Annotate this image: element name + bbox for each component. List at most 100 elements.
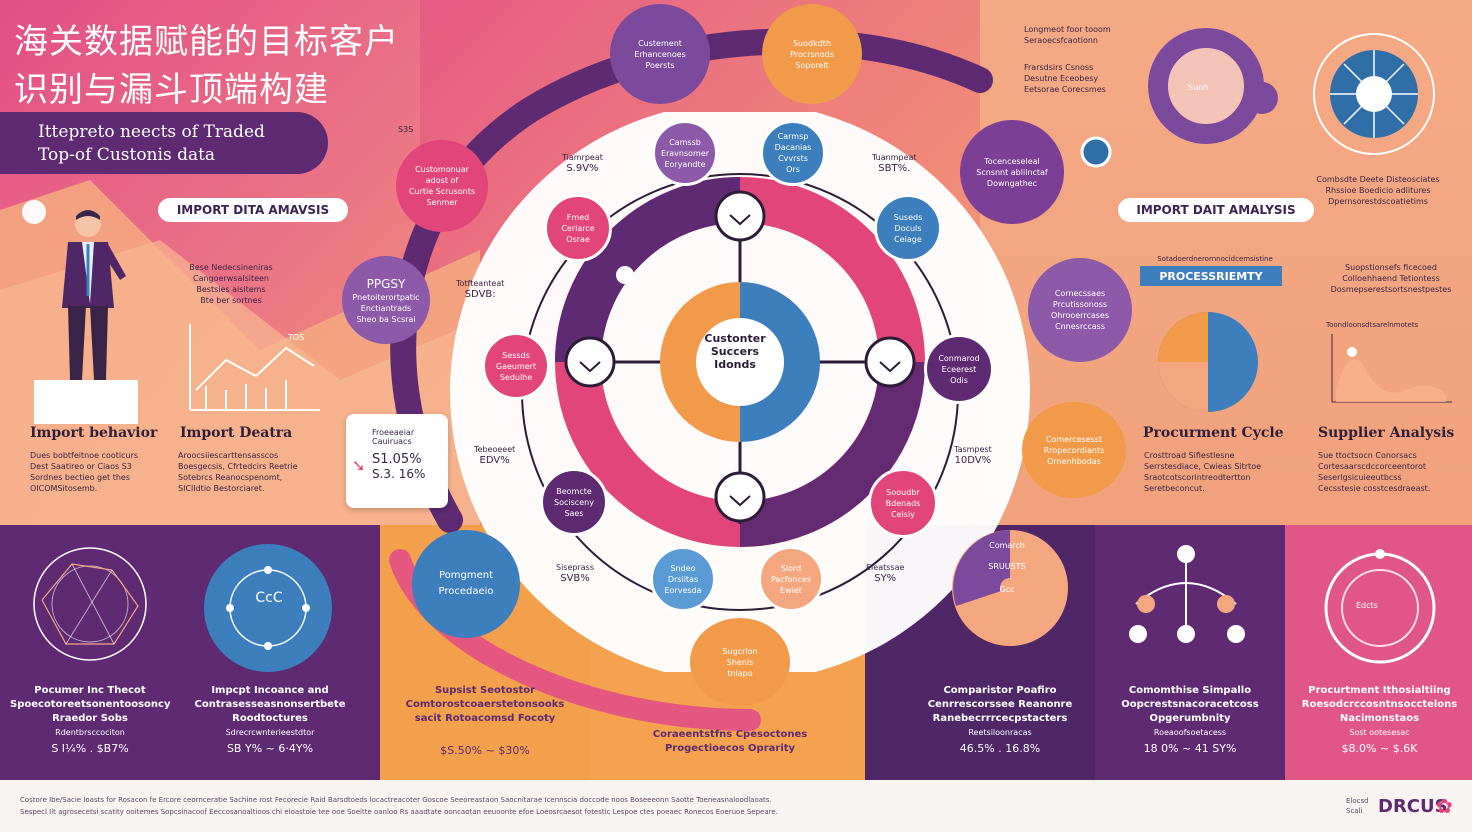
bottom-panel-3-value: $S.50% ~ $30% — [440, 744, 530, 757]
supplier-text-line-1: Suopstionsefs ficecoed — [1345, 263, 1437, 272]
right-top-text-line-3: Frarsdsirs Csnoss — [1024, 63, 1094, 72]
ring-stat-5-label: Tasmpest — [954, 445, 992, 454]
ring-circle-1-line-2: Eravnsomer — [660, 148, 710, 158]
supplier-analysis-text-line-4: Cecsstesie cosstcesdraeast. — [1318, 484, 1431, 493]
ring-circle-9-line-1: Sndeo — [670, 563, 696, 573]
right-side-text: Combsdte Deete Disteosciates Rhssioe Boe… — [1298, 174, 1458, 207]
outer-circle-c1-line-4: Senmer — [426, 198, 458, 207]
bottom-panel-5-caption: Comparistor Poafiro Cenrrescorssee Reano… — [915, 684, 1085, 726]
bottom-panel-1-caption-line-3: Rraedor Sobs — [52, 713, 128, 724]
right-top-text-line-5: Eetsorae Corecsmes — [1024, 85, 1106, 94]
ring-stat-6-value: SVB% — [560, 573, 590, 584]
ring-circle-2-line-2: Dacanias — [774, 143, 812, 152]
bottom-panel-5-note: Reetsiloonracas — [968, 728, 1032, 737]
outer-circle-c2-line-3: Enctiantrads — [360, 303, 412, 313]
outer-circle-c6-line-2: Shenls — [726, 657, 754, 667]
supplier-text-block: Suopstionsefs ficecoed Colloehhaend Teti… — [1326, 262, 1456, 295]
ring-stat-3-value: SDVB: — [464, 289, 496, 300]
center-label-line-2: Succers — [710, 345, 760, 358]
subtitle-banner: Ittepreto neects of Traded Top-of Custon… — [0, 112, 328, 174]
network-ring-icon — [204, 544, 332, 672]
ring-circle-6-line-1: Conmarod — [938, 353, 980, 363]
bottom-panel-5-donut-label-line-1: Comarch — [989, 541, 1025, 550]
proximity-heading: Sotadoerdnerornnocidcemsistine — [1157, 255, 1273, 263]
bottom-panel-1-note: Rdentbrsccociton — [55, 728, 125, 737]
ring-circle-7-line-2: Socisceny — [554, 497, 594, 507]
outer-circle-c5-line-3: Ornenhbodas — [1047, 456, 1101, 466]
left-chart-value: TOS — [288, 333, 305, 342]
center-label-line-1: Custonter — [704, 332, 766, 345]
supplier-analysis-text-line-1: Sue ttoctsocn Conorsacs — [1318, 451, 1417, 460]
outer-circle-c2-line-4: Sheo ba Scsrai — [356, 314, 416, 324]
ring-stat-5-value: 10DV% — [954, 455, 992, 466]
outer-circle-c7-line-1: Pomgment — [438, 570, 494, 581]
bottom-panel-7-ring-icon — [1324, 549, 1436, 664]
ring-label-s33: S3S — [398, 125, 414, 134]
ring-circle-5-line-1: Sessds — [502, 350, 530, 360]
procurement-cycle-text-line-3: Sraotcotscorintreodtertton — [1144, 473, 1251, 482]
bottom-panel-5-donut-label-line-2: SRUUSTS — [988, 562, 1026, 571]
right-donut-illustration — [1148, 28, 1278, 144]
ring-circle-4-line-2: Doculs — [894, 223, 922, 233]
left-chart-title-line-4: Bte ber sortnes — [200, 296, 262, 305]
import-behavior-text-line-3: Sordnes bectieo get thes — [30, 473, 130, 482]
supplier-text-line-2: Colloehhaend Tetiontess — [1342, 274, 1440, 283]
bottom-panel-7-ring-label: Edcts — [1356, 601, 1378, 610]
import-analysis-pill-left: IMPORT DITA AMAVSIS — [158, 198, 348, 222]
ring-stat-2-label: Tuanmpeat — [872, 153, 917, 162]
right-top-text: Longmeot foor tooom Seraoecsfcaotionn Fr… — [1024, 24, 1134, 95]
footer-logo: DRCUS — [1378, 796, 1448, 817]
outer-circle-c6-line-1: Sugcrlon — [722, 646, 758, 656]
bottom-panel-5-value: 46.5% . 16.8% — [959, 742, 1041, 755]
bottom-panel-2-note: Sdrecrcwnterieestdtor — [225, 728, 315, 737]
arrow-icon: ➘ — [352, 456, 366, 475]
ring-circle-5-line-2: Gaeumert — [495, 361, 537, 371]
stat-card-value-1: S1.05% — [372, 452, 422, 467]
outer-circle-c4-line-1: Cornecssaes — [1054, 289, 1106, 298]
bottom-panel-7-caption-line-3: Nacimonstaos — [1339, 713, 1420, 724]
supplier-area-chart — [1331, 334, 1452, 403]
right-side-text-line-3: Dpernsorestdscoatietims — [1328, 197, 1428, 206]
bottom-panel-2-caption-line-2: Contrasesseasnonsertbete — [194, 699, 346, 710]
ring-stat-1-label: Tiamrpeat — [562, 153, 603, 162]
bottom-panel-5-donut-label-line-3: Gcc — [999, 585, 1015, 594]
footer-text: Costore Ibe/Sacie Ioasts for Rosacon fe … — [20, 794, 1320, 818]
outer-circle-c2: PPGSY Pnetoiterortpatic Enctiantrads She… — [342, 256, 430, 344]
footer-logo-small: Elocsd Scali — [1346, 796, 1369, 816]
left-chart-title-line-2: Cangoerwsalsiteen — [192, 274, 270, 283]
stat-card-line-1: Froeeaeiar — [372, 428, 415, 437]
bottom-panel-3-caption-line-3: sacit Rotoacomsd Focoty — [414, 713, 556, 724]
bottom-panel-2-caption-line-1: Impcpt Incoance and — [211, 685, 329, 696]
right-top-text-line-4: Desutne Eceobesy — [1024, 74, 1099, 83]
small-blue-circle-icon — [1080, 136, 1112, 168]
bottom-panel-2-caption: Impcpt Incoance and Contrasesseasnonsert… — [190, 684, 350, 726]
bottom-panel-6-bg — [1095, 525, 1285, 780]
import-data-text-line-2: Boesgecsis, Cfrtedcirs Reetrie — [178, 462, 298, 471]
right-top-text-line-1: Longmeot foor tooom — [1024, 25, 1111, 34]
procurement-cycle-text-line-1: Crosttroad Sifiestlesne — [1144, 451, 1235, 460]
outer-circle-c3-line-1: Tocenceseleal — [984, 156, 1040, 166]
outer-circle-c4-line-3: Ohrooerrcases — [1050, 311, 1109, 320]
logo-mark-icon: ✿ — [1436, 794, 1453, 818]
ring-circle-6-line-2: Eceerest — [941, 364, 977, 374]
stat-card: ➘ Froeeaeiar Cauiruacs S1.05% S.3. 16% — [346, 414, 448, 508]
ring-circle-7-line-1: Beomcte — [556, 486, 592, 496]
bottom-panel-3-caption-line-1: Supsist Seotostor — [434, 685, 536, 696]
title-line-2: 识别与漏斗顶端构建 — [14, 70, 329, 110]
bottom-panel-7-note: Sost ootesesac — [1349, 728, 1410, 737]
bottom-panel-7-bg — [1285, 525, 1472, 780]
footer-logo-small-line-1: Elocsd — [1346, 797, 1369, 805]
ring-circle-4-line-3: Ceiage — [894, 234, 922, 244]
ring-circle-7-line-3: Saes — [564, 508, 584, 518]
center-label: Custonter Succers Idonds — [695, 332, 775, 371]
import-behavior-text-line-1: Dues bobtfeitnoe cooticurs — [30, 451, 139, 460]
import-behavior-heading: Import behavior — [30, 425, 158, 441]
businessman-illustration — [34, 210, 138, 424]
